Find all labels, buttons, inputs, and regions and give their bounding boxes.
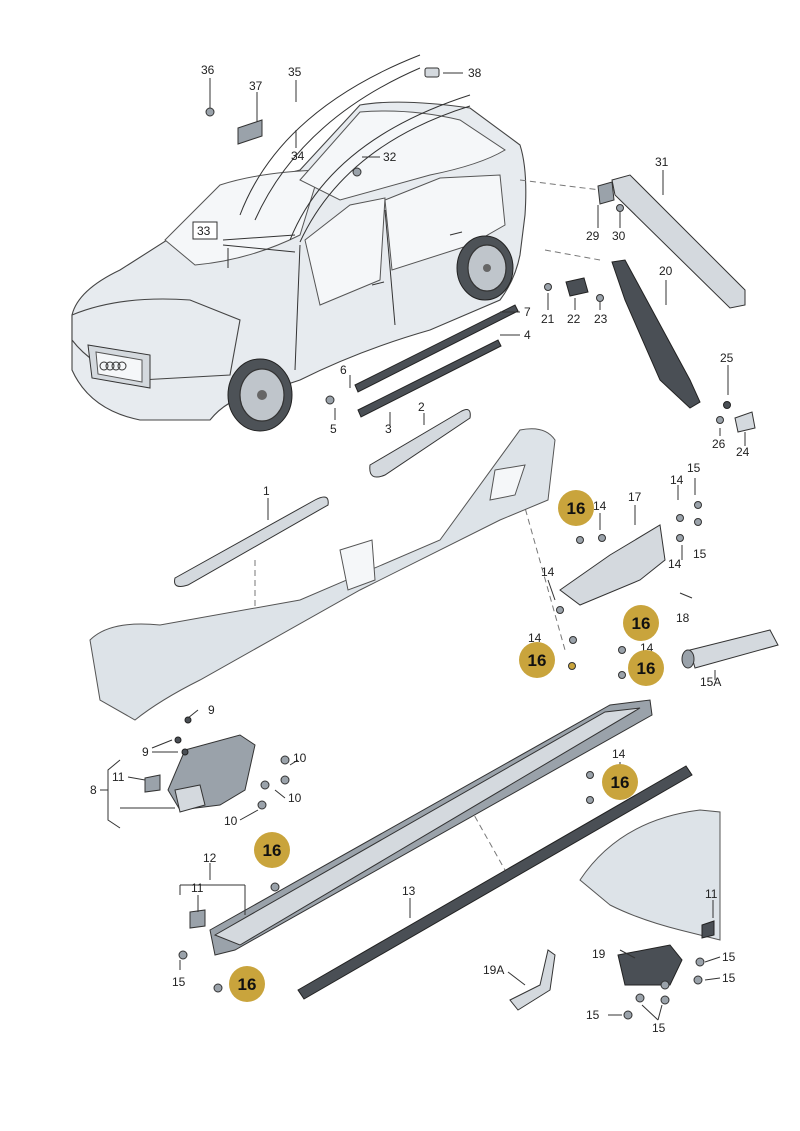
label-11c: 11 <box>705 887 718 901</box>
part-19-bracket <box>617 944 683 986</box>
label-6: 6 <box>340 363 347 377</box>
label-21: 21 <box>541 312 555 326</box>
part-1-sill-trim <box>174 496 329 587</box>
label-15a: 15 <box>687 461 701 475</box>
label-15b: 15 <box>693 547 707 561</box>
callout-16-a: 16 <box>558 490 594 526</box>
part-15A-tube <box>689 629 779 669</box>
label-37: 37 <box>249 79 263 93</box>
callout-16-c: 16 <box>519 642 555 678</box>
svg-text:16: 16 <box>528 651 547 670</box>
label-7: 7 <box>524 305 531 319</box>
label-15f: 15 <box>586 1008 600 1022</box>
label-19A: 19A <box>483 963 504 977</box>
label-19: 19 <box>592 947 606 961</box>
label-14g: 14 <box>612 747 626 761</box>
brand-logo <box>99 361 127 371</box>
label-14a: 14 <box>670 473 684 487</box>
label-14d: 14 <box>541 565 555 579</box>
svg-text:16: 16 <box>632 614 651 633</box>
part-19A-bracket <box>509 949 556 1011</box>
label-9b: 9 <box>142 745 149 759</box>
callout-16-d: 16 <box>628 650 664 686</box>
svg-text:16: 16 <box>637 659 656 678</box>
label-2: 2 <box>418 400 425 414</box>
label-31: 31 <box>655 155 669 169</box>
label-18: 18 <box>676 611 690 625</box>
label-5: 5 <box>330 422 337 436</box>
label-3: 3 <box>385 422 392 436</box>
callout-markers: 16 16 16 16 16 16 16 <box>229 490 664 1002</box>
label-25: 25 <box>720 351 734 365</box>
part-2-sill-trim <box>369 409 471 478</box>
label-15g: 15 <box>652 1021 666 1035</box>
label-23: 23 <box>594 312 608 326</box>
label-11b: 11 <box>191 881 204 895</box>
label-24: 24 <box>736 445 750 459</box>
svg-text:16: 16 <box>263 841 282 860</box>
fasteners <box>144 107 731 1020</box>
label-9a: 9 <box>208 703 215 717</box>
label-10c: 10 <box>224 814 238 828</box>
label-15d: 15 <box>722 971 736 985</box>
label-4: 4 <box>524 328 531 342</box>
label-35: 35 <box>288 65 302 79</box>
label-14b: 14 <box>593 499 607 513</box>
body-side-panel <box>89 428 556 721</box>
label-29: 29 <box>586 229 600 243</box>
label-22: 22 <box>567 312 581 326</box>
callout-16-e: 16 <box>602 764 638 800</box>
label-12: 12 <box>203 851 217 865</box>
part-20-pillar-trim <box>611 259 701 409</box>
label-17: 17 <box>628 490 642 504</box>
label-10b: 10 <box>288 791 302 805</box>
callout-16-f: 16 <box>254 832 290 868</box>
part-13-seal <box>297 765 693 1000</box>
label-26: 26 <box>712 437 726 451</box>
callout-16-g: 16 <box>229 966 265 1002</box>
svg-text:16: 16 <box>238 975 257 994</box>
label-38: 38 <box>468 66 482 80</box>
label-13: 13 <box>402 884 416 898</box>
label-14c: 14 <box>668 557 682 571</box>
label-33: 33 <box>197 224 211 238</box>
label-8: 8 <box>90 783 97 797</box>
label-20: 20 <box>659 264 673 278</box>
label-14e: 14 <box>528 631 542 645</box>
part-labels: 36 37 35 38 34 32 33 31 29 30 20 21 22 2… <box>90 63 750 1035</box>
label-32: 32 <box>383 150 397 164</box>
part-17-trim <box>559 524 666 606</box>
label-30: 30 <box>612 229 626 243</box>
label-10a: 10 <box>293 751 307 765</box>
wheel-arch-panel <box>579 809 721 941</box>
callout-16-b: 16 <box>623 605 659 641</box>
label-11a: 11 <box>112 770 125 784</box>
label-15e: 15 <box>172 975 186 989</box>
part-31-pillar-trim <box>611 174 746 309</box>
part-38-end-cap <box>424 67 440 78</box>
label-36: 36 <box>201 63 215 77</box>
car-illustration <box>71 54 527 432</box>
svg-text:16: 16 <box>567 499 586 518</box>
label-15A: 15A <box>700 675 721 689</box>
label-1: 1 <box>263 484 270 498</box>
leader-lines <box>100 72 746 1021</box>
label-15c: 15 <box>722 950 736 964</box>
part-24-cap <box>734 411 756 433</box>
svg-text:16: 16 <box>611 773 630 792</box>
label-34: 34 <box>291 149 305 163</box>
